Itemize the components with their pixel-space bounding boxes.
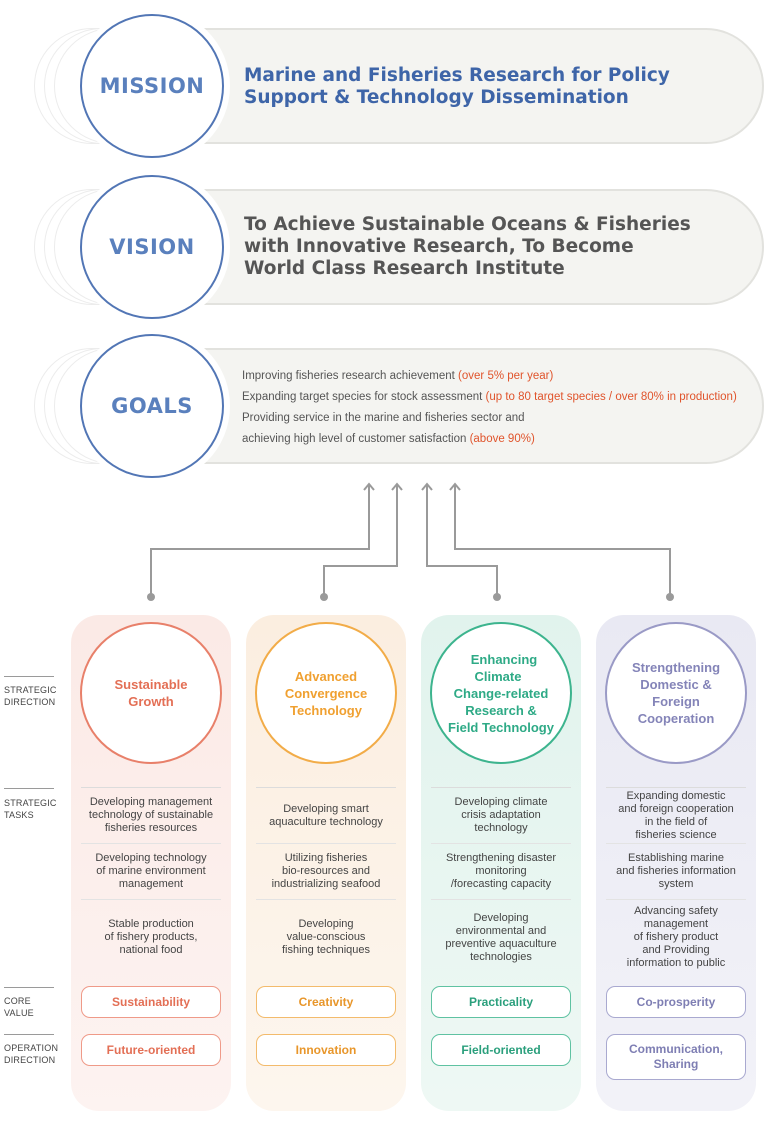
operation-direction-badge: Field-oriented (431, 1034, 571, 1066)
connector-dot (666, 593, 674, 601)
goal-item: Providing service in the marine and fish… (242, 412, 525, 424)
mission-pill (144, 28, 764, 144)
mission-circle: MISSION (80, 14, 224, 158)
vision-circle: VISION (80, 175, 224, 319)
goals-circle: GOALS (80, 334, 224, 478)
connector-dot (147, 593, 155, 601)
goal-item: achieving high level of customer satisfa… (242, 433, 535, 445)
vision-label: VISION (109, 235, 195, 259)
connector-dot (493, 593, 501, 601)
vision-banner: VISION To Achieve Sustainable Oceans & F… (34, 175, 764, 319)
connector-arrows (147, 482, 674, 601)
vision-statement: To Achieve Sustainable Oceans & Fisherie… (244, 214, 691, 279)
core-value-badge: Practicality (431, 986, 571, 1018)
goals-pill (144, 348, 764, 464)
mission-statement: Marine and Fisheries Research for Policy… (244, 65, 670, 108)
core-value-badge: Creativity (256, 986, 396, 1018)
core-value-badge: Sustainability (81, 986, 221, 1018)
operation-direction-badge: Innovation (256, 1034, 396, 1066)
goal-item: Improving fisheries research achievement… (242, 370, 554, 382)
operation-direction-badge: Communication,Sharing (606, 1034, 746, 1080)
goals-label: GOALS (111, 394, 193, 418)
vision-pill (144, 189, 764, 305)
mission-banner: MISSION Marine and Fisheries Research fo… (34, 14, 764, 158)
core-value-badge: Co-prosperity (606, 986, 746, 1018)
operation-direction-badge: Future-oriented (81, 1034, 221, 1066)
mission-label: MISSION (99, 74, 205, 98)
goal-item: Expanding target species for stock asses… (242, 391, 737, 403)
goals-list: Improving fisheries research achievement… (242, 366, 737, 450)
connector-dot (320, 593, 328, 601)
goals-banner: GOALS Improving fisheries research achie… (34, 334, 764, 478)
